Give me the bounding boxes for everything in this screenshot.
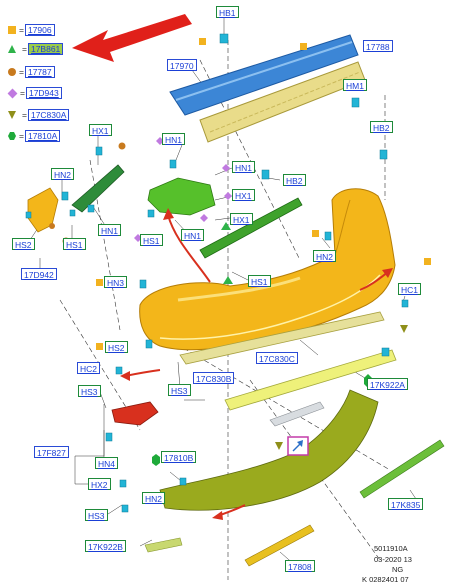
part-label-hc1[interactable]: HC1	[398, 283, 422, 295]
part-label-hx1[interactable]: HX1	[89, 124, 112, 136]
circle-marker-icon	[8, 68, 16, 76]
part-label-hs2[interactable]: HS2	[105, 341, 128, 353]
part-label-hb2[interactable]: HB2	[370, 121, 393, 133]
part-label-17d942[interactable]: 17D942	[21, 268, 57, 280]
green-bracket-left-art	[71, 164, 125, 213]
bottom-rail-art	[244, 524, 315, 567]
clip-markers	[25, 33, 409, 513]
part-label-hm1[interactable]: HM1	[343, 79, 367, 91]
hexagon-marker-icon	[8, 132, 16, 140]
part-label-hn2[interactable]: HN2	[313, 250, 337, 262]
legend-item-4: =17D943	[7, 87, 62, 99]
footer-line-3: NG	[392, 565, 404, 574]
part-label-17f827[interactable]: 17F827	[34, 446, 69, 458]
part-label-hn1[interactable]: HN1	[98, 224, 122, 236]
part-label-17c830b[interactable]: 17C830B	[193, 372, 235, 384]
valance-strip-art	[179, 311, 385, 365]
part-label-hs2[interactable]: HS2	[12, 238, 35, 250]
triangle-marker-icon	[8, 45, 16, 53]
part-label-17788[interactable]: 17788	[363, 40, 393, 52]
legend-item-1: =17906	[8, 24, 55, 36]
legend-code[interactable]: 17906	[24, 24, 55, 36]
part-label-hs3[interactable]: HS3	[78, 385, 101, 397]
part-label-hs3[interactable]: HS3	[85, 509, 108, 521]
legend-item-6: =17810A	[8, 130, 61, 142]
legend-code[interactable]: 17810A	[24, 130, 61, 142]
silver-trim-art	[269, 401, 325, 427]
motion-arrowheads	[120, 208, 393, 520]
square-marker-icon	[8, 26, 16, 34]
part-label-hc2[interactable]: HC2	[77, 362, 101, 374]
bumper-cover-art	[139, 188, 396, 351]
triangle-down-marker-icon	[8, 111, 16, 119]
footer-line-4: K 0282401 07	[362, 575, 409, 584]
legend-item-2: =17B861	[8, 43, 64, 55]
part-label-hs1[interactable]: HS1	[248, 275, 271, 287]
green-bracket-center-art	[147, 177, 216, 216]
part-label-hn1[interactable]: HN1	[232, 161, 256, 173]
lower-right-trim-art	[359, 439, 445, 499]
legend-code[interactable]: 17D943	[25, 87, 62, 99]
highlight-arrow	[72, 14, 192, 62]
part-label-17c830c[interactable]: 17C830C	[256, 352, 298, 364]
legend-code[interactable]: 17787	[24, 66, 55, 78]
part-label-hn2[interactable]: HN2	[51, 168, 75, 180]
part-label-hs3[interactable]: HS3	[168, 384, 191, 396]
callout-box	[287, 436, 309, 456]
red-reflector-art	[111, 401, 159, 426]
part-label-hx2[interactable]: HX2	[88, 478, 111, 490]
part-label-17k922a[interactable]: 17K922A	[367, 378, 408, 390]
part-label-hn4[interactable]: HN4	[95, 457, 119, 469]
footer-line-2: 03-2020 13	[374, 555, 412, 564]
part-label-hb2[interactable]: HB2	[283, 174, 306, 186]
legend-item-5: =17C830A	[8, 109, 70, 121]
part-label-17k922b[interactable]: 17K922B	[85, 540, 126, 552]
part-label-hn1[interactable]: HN1	[162, 133, 186, 145]
part-label-hn3[interactable]: HN3	[104, 276, 128, 288]
bottom-strip-art	[144, 537, 183, 553]
legend-item-3: =17787	[8, 66, 55, 78]
part-label-17808[interactable]: 17808	[285, 560, 315, 572]
part-label-hx1[interactable]: HX1	[232, 189, 255, 201]
diamond-marker-icon	[7, 88, 18, 98]
impact-beam-art	[169, 34, 359, 116]
part-label-hn1[interactable]: HN1	[181, 229, 205, 241]
part-label-17970[interactable]: 17970	[167, 59, 197, 71]
legend-code[interactable]: 17B861	[27, 43, 64, 55]
green-long-bracket-art	[199, 197, 303, 259]
part-label-hn2[interactable]: HN2	[142, 492, 166, 504]
part-label-17k835[interactable]: 17K835	[388, 498, 424, 510]
legend-code[interactable]: 17C830A	[27, 109, 70, 121]
part-label-hs1[interactable]: HS1	[63, 238, 86, 250]
part-label-hs1[interactable]: HS1	[140, 234, 163, 246]
part-label-17810b[interactable]: 17810B	[161, 451, 197, 463]
diffuser-art	[159, 389, 379, 511]
part-label-hb1[interactable]: HB1	[216, 6, 239, 18]
footer-line-1: 5011910A	[374, 544, 408, 553]
lower-strip-art	[224, 349, 397, 411]
part-label-hx1[interactable]: HX1	[230, 213, 253, 225]
